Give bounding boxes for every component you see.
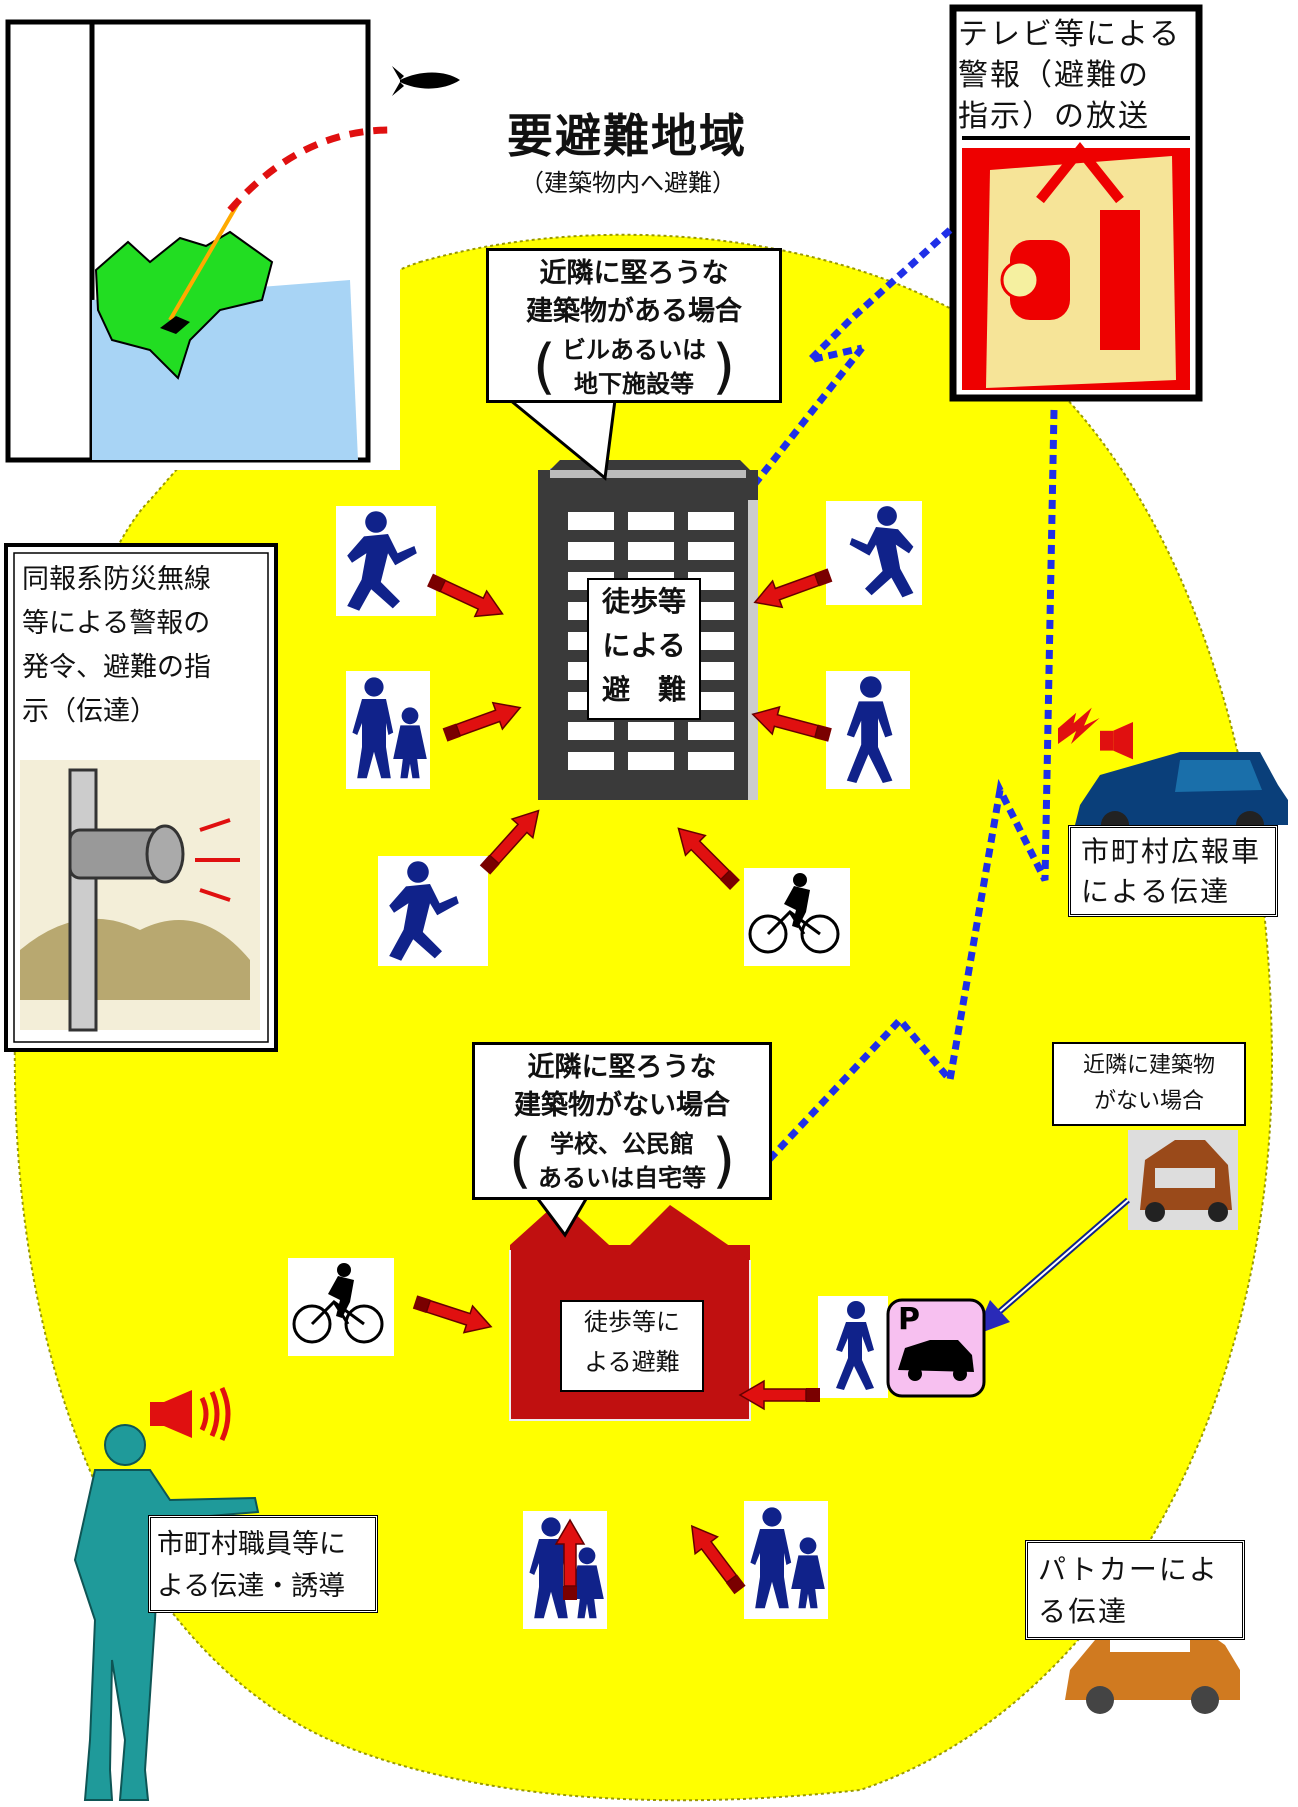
siren-speaker-icon bbox=[20, 760, 260, 1032]
car-icon bbox=[1128, 1130, 1238, 1230]
building-window bbox=[568, 752, 614, 770]
house-evacuation-label: 徒歩等に よる避難 bbox=[560, 1300, 704, 1392]
building-window bbox=[628, 752, 674, 770]
building-window bbox=[688, 722, 734, 740]
building-window bbox=[628, 542, 674, 560]
patrol-car-label: パトカーによ る伝達 bbox=[1025, 1540, 1245, 1640]
building-window bbox=[568, 512, 614, 530]
walker-icon bbox=[826, 671, 910, 789]
tv-broadcast-text: テレビ等による 警報（避難の 指示）の放送 bbox=[958, 17, 1182, 134]
walker-icon bbox=[818, 1296, 888, 1398]
building-window bbox=[568, 722, 614, 740]
building-window bbox=[688, 752, 734, 770]
staff-label: 市町村職員等に よる伝達・誘導 bbox=[148, 1515, 378, 1613]
cyclist-icon bbox=[744, 868, 850, 966]
no-building-label: 近隣に建築物 がない場合 bbox=[1052, 1042, 1246, 1126]
callout-no-building: 近隣に堅ろうな 建築物がない場合 ( 学校、公民館 あるいは自宅等 ) bbox=[472, 1042, 772, 1200]
missile-launch-map bbox=[5, 19, 391, 463]
building-window bbox=[628, 722, 674, 740]
radio-box-text: 同報系防災無線 等による警報の 発令、避難の指 示（伝達） bbox=[22, 564, 211, 727]
staff-figure-icon bbox=[73, 1424, 260, 1801]
building-window bbox=[628, 512, 674, 530]
page-title: 要避難地域 bbox=[507, 109, 747, 163]
runner-icon bbox=[378, 856, 488, 966]
building-evacuation-label: 徒歩等 による 避 難 bbox=[587, 578, 701, 720]
callout-sturdy-building: 近隣に堅ろうな 建築物がある場合 ( ビルあるいは 地下施設等 ) bbox=[486, 248, 782, 403]
page-subtitle: （建築物内へ避難） bbox=[520, 169, 736, 197]
pr-car-label: 市町村広報車 による伝達 bbox=[1068, 825, 1278, 917]
building-window bbox=[688, 542, 734, 560]
missile-icon bbox=[392, 66, 460, 96]
family-icon bbox=[744, 1501, 828, 1619]
building-window bbox=[568, 542, 614, 560]
parking-icon bbox=[886, 1298, 986, 1398]
cyclist-icon bbox=[288, 1258, 394, 1356]
broadcast-line bbox=[747, 227, 1058, 1183]
runner-icon bbox=[826, 501, 922, 605]
family-icon bbox=[346, 671, 430, 789]
runner-icon bbox=[336, 506, 436, 616]
megaphone-icon bbox=[150, 1386, 231, 1442]
parking-letter: P bbox=[898, 1302, 920, 1337]
building-window bbox=[688, 512, 734, 530]
tv-broadcast-box bbox=[949, 4, 1203, 402]
